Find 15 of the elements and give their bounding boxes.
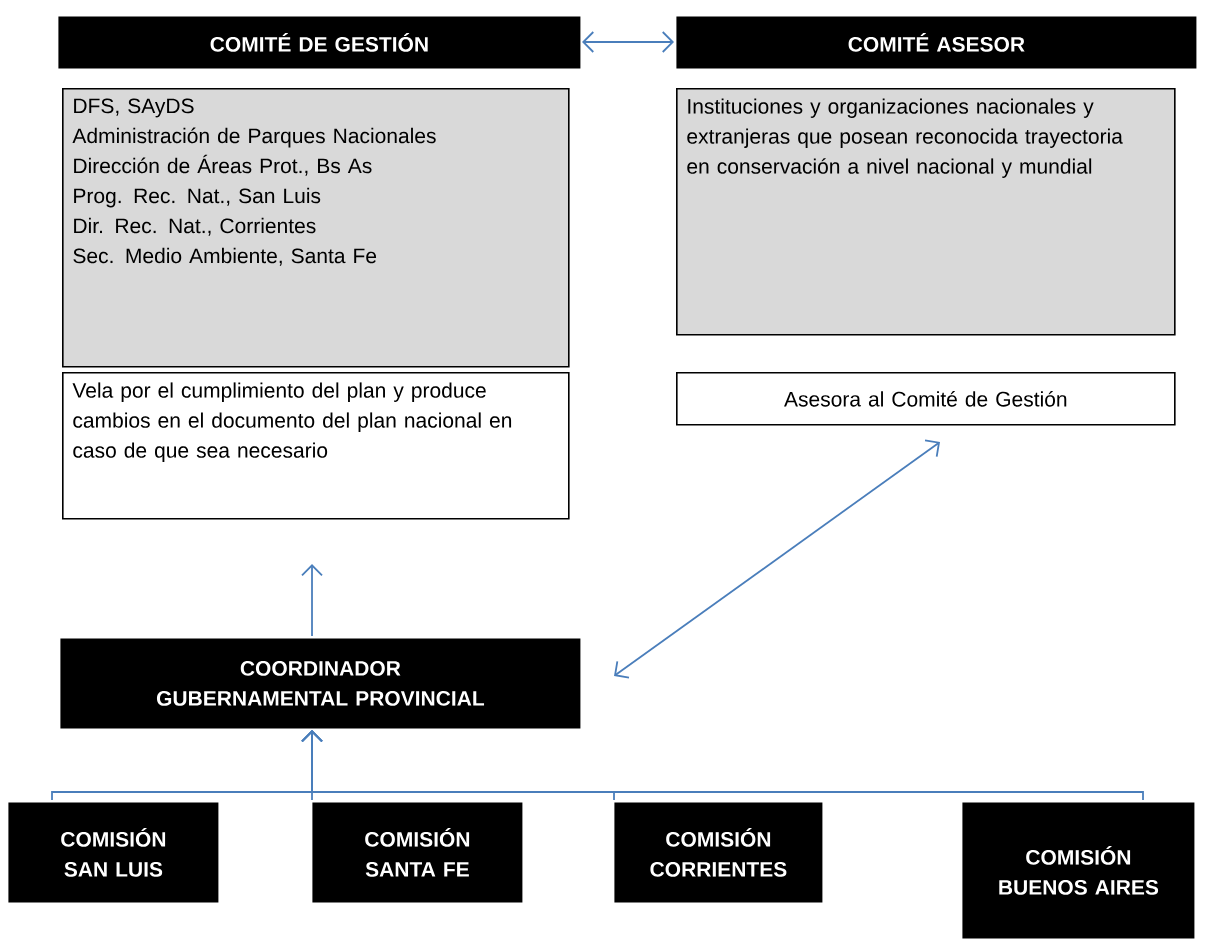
title-bar: COMISIÓN BUENOS AIRES <box>962 802 1195 939</box>
description-box: Asesora al Comité de Gestión <box>676 372 1176 426</box>
info-box: Instituciones y organizaciones nacionales y extranjeras que posean reconocida trayectoria en conservación a nivel nacional y mundial <box>676 88 1176 336</box>
title-bar: COMISIÓN SANTA FE <box>312 802 523 903</box>
title-bar: COMITÉ DE GESTIÓN <box>58 16 581 69</box>
arrow <box>582 31 674 53</box>
title-bar: COMISIÓN SAN LUIS <box>8 802 219 903</box>
info-box: DFS, SAyDS Administración de Parques Nacionales Dirección de Áreas Prot., Bs As Prog. Rec. Nat., San Luis Dir. Rec. Nat., Corrientes Sec. Medio Ambiente, Santa Fe <box>62 88 570 368</box>
arrow <box>301 730 1144 801</box>
title-bar: COMITÉ ASESOR <box>676 16 1197 69</box>
title-bar: COMISIÓN CORRIENTES <box>614 802 823 903</box>
arrow <box>301 564 323 637</box>
arrow <box>614 439 940 679</box>
title-bar: COORDINADOR GUBERNAMENTAL PROVINCIAL <box>60 638 581 729</box>
description-box: Vela por el cumplimiento del plan y produce cambios en el documento del plan nacional en caso de que sea necesario <box>62 372 570 520</box>
